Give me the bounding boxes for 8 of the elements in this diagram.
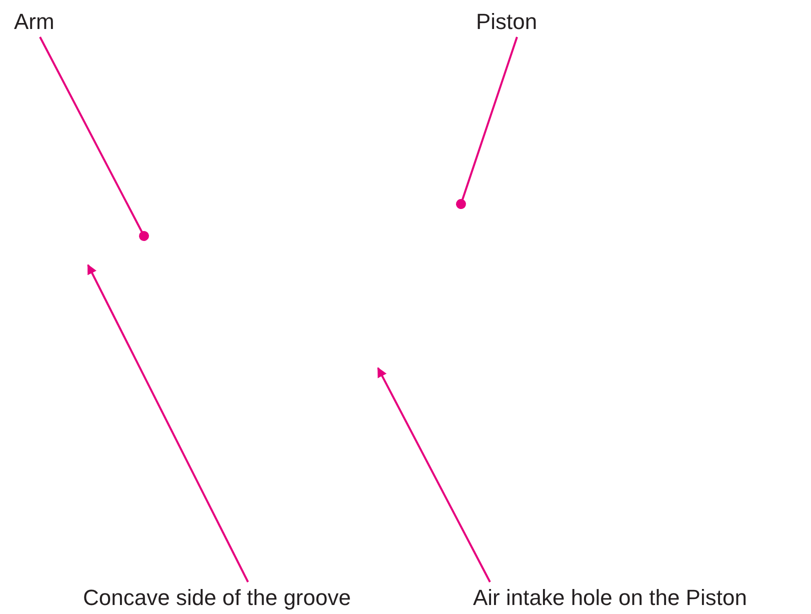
part-label: Air intake hole on the Piston	[473, 585, 747, 611]
part-label: Concave side of the groove	[83, 585, 351, 611]
leader-line	[87, 264, 249, 582]
leader-line	[456, 36, 518, 209]
leader-line	[39, 36, 149, 241]
part-label: Arm	[14, 9, 54, 35]
leader-line	[377, 367, 491, 582]
part-label: Piston	[476, 9, 538, 35]
